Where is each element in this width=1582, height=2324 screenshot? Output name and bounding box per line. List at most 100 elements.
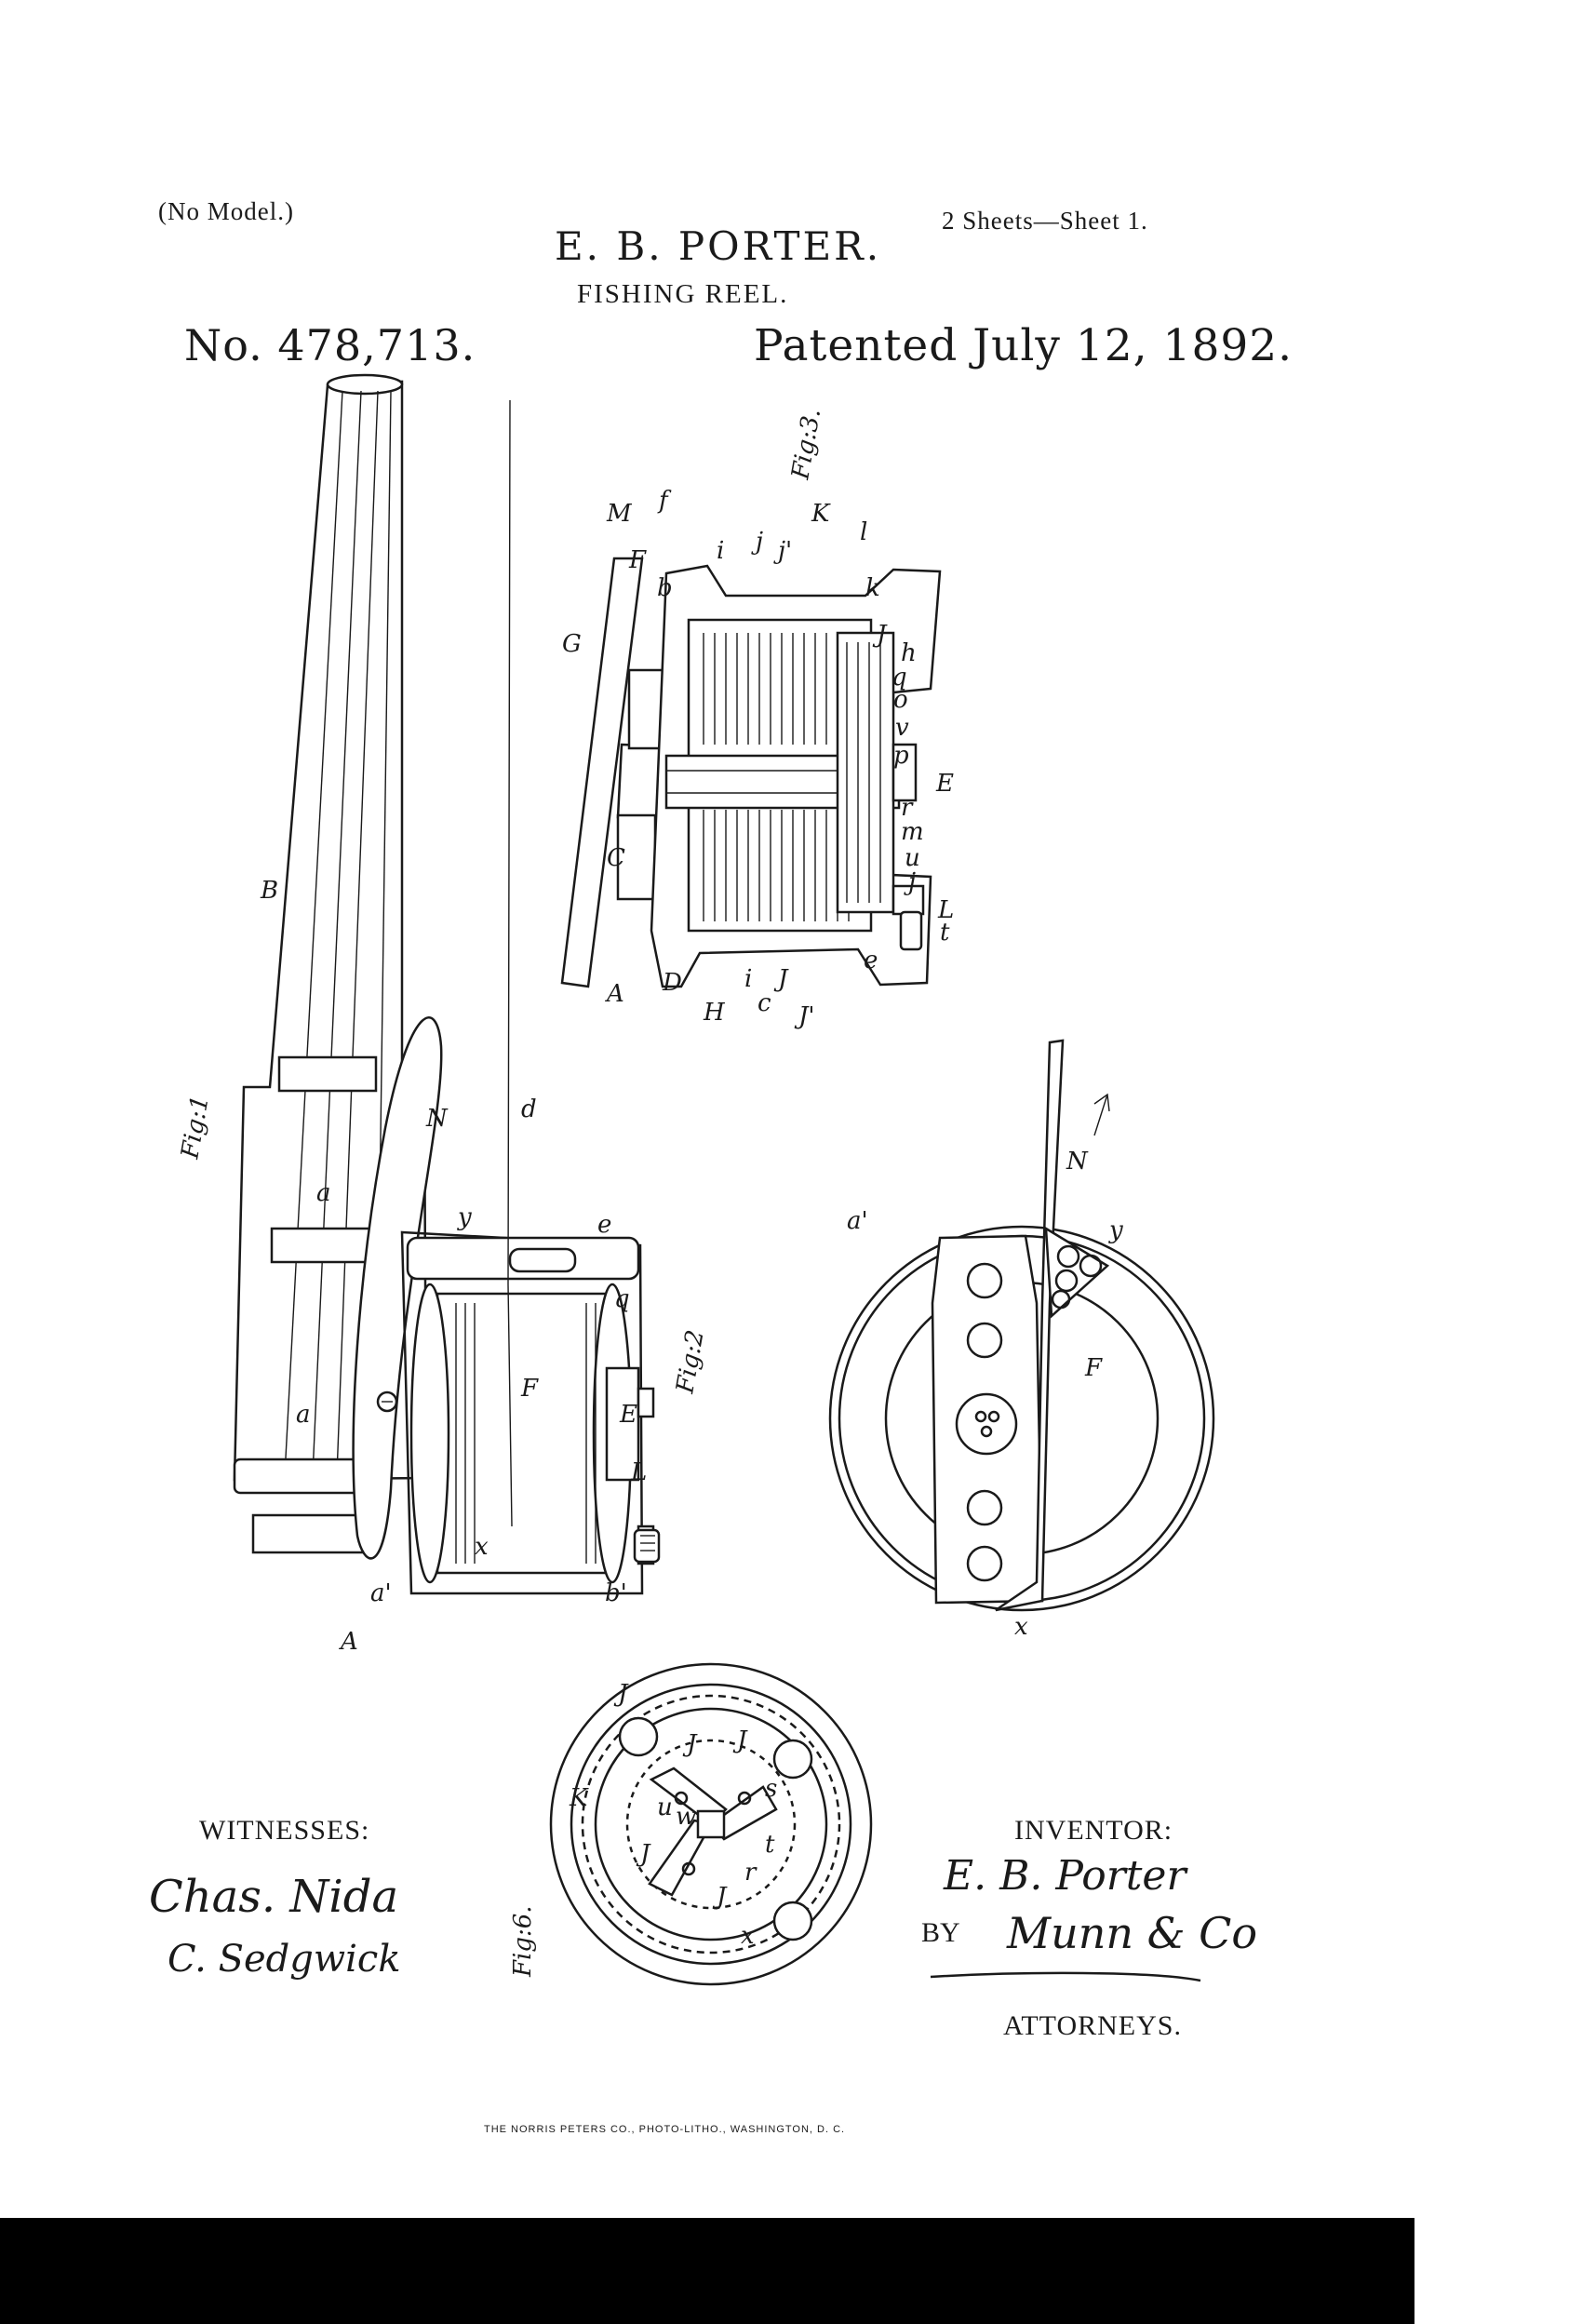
svg-text:t: t [765,1831,775,1859]
fig3-crank-knob [899,910,923,951]
fig6-gear-teeth [581,1694,841,1955]
svg-text:x: x [1014,1613,1028,1641]
no-model-note: (No Model.) [158,197,294,225]
svg-text:N: N [1066,1148,1089,1175]
attorney-underline [930,1971,1201,1982]
fig2-hole-3 [966,1489,1003,1526]
svg-text:L: L [937,896,954,924]
svg-text:m: m [901,818,924,846]
svg-text:J: J [872,621,888,649]
svg-text:q: q [892,664,907,692]
svg-text:y: y [457,1203,472,1231]
svg-text:o: o [893,686,908,714]
reel-crank-knob [633,1528,661,1564]
svg-text:d: d [521,1095,537,1123]
fishing-line [507,399,513,1527]
svg-text:F: F [520,1375,539,1403]
reel-seat-plate [352,1016,443,1560]
attorneys-label: ATTORNEYS. [1003,2010,1182,2041]
svg-text:H: H [703,999,726,1027]
svg-text:C: C [607,844,625,872]
svg-text:j': j' [773,537,792,565]
svg-text:e: e [597,1211,611,1239]
reel-line-guide-slot [508,1247,577,1273]
invention-title: FISHING REEL. [577,279,789,309]
svg-text:s: s [765,1775,777,1803]
svg-text:w: w [676,1803,696,1831]
svg-text:J: J [732,1726,748,1754]
fig2-hole-2 [966,1322,1003,1359]
svg-text:E: E [935,770,954,798]
svg-text:p: p [893,742,909,770]
witness-2-signature: C. Sedgwick [168,1938,401,1981]
rod-butt-cap [233,1458,372,1495]
figure-2-label: Fig:2 [671,1328,710,1396]
figure-3-label: Fig:3. [786,407,826,483]
svg-text:A: A [605,980,624,1008]
svg-text:K: K [569,1784,589,1812]
figure-6-label: Fig:6. [509,1905,537,1978]
scan-bottom-band [0,2218,1414,2324]
svg-text:K: K [811,500,831,528]
svg-text:J': J' [794,1002,815,1030]
patent-date: Patented July 12, 1892. [754,320,1294,371]
svg-text:b: b [657,574,673,602]
svg-text:a': a' [370,1579,392,1607]
svg-text:l: l [860,518,867,546]
fig3-shaft-end [892,743,918,802]
inventor-label: INVENTOR: [1014,1815,1173,1846]
fig6-square-arbor [696,1809,726,1839]
svg-text:c: c [757,989,771,1017]
fig2-direction-arrow [1093,1094,1108,1136]
fig6-pinion-2 [772,1739,813,1780]
svg-text:E: E [619,1401,637,1429]
svg-text:r: r [744,1859,757,1887]
svg-text:J: J [773,965,789,993]
svg-text:a': a' [847,1207,868,1235]
svg-text:M: M [606,500,633,528]
svg-text:i: i [744,965,752,993]
rod-top-end [326,373,404,396]
reel-gear-housing [605,1366,640,1482]
svg-text:u: u [657,1793,673,1821]
svg-text:J: J [636,1840,651,1868]
svg-text:r: r [901,794,914,822]
fig3-side-plate [560,557,644,988]
figure-3-section: M f F b i j j' K l k J h G q o v p E C r… [560,407,954,1030]
svg-text:L: L [630,1458,647,1486]
reel-crank-hub [637,1387,655,1418]
fig6-pinion-3 [772,1901,813,1941]
svg-text:J: J [613,1680,629,1708]
inventor-name-heading: E. B. PORTER. [555,223,882,269]
printer-credit: THE NORRIS PETERS CO., PHOTO-LITHO., WAS… [484,2124,846,2135]
svg-text:a: a [316,1179,331,1207]
svg-text:f: f [657,487,672,515]
sheet-count: 2 Sheets—Sheet 1. [942,207,1148,235]
svg-text:J: J [682,1730,698,1758]
fig2-guide-arm [995,1039,1065,1612]
svg-text:F: F [628,546,647,574]
reel-spool [436,1292,609,1575]
svg-text:D: D [662,969,682,997]
witness-1-signature: Chas. Nida [149,1871,399,1923]
figure-1-rod-and-reel: B a a N y e q F E L b' x a' A d Fig:1 [176,373,661,1656]
svg-text:x: x [741,1922,755,1950]
svg-text:N: N [425,1105,449,1133]
svg-text:q: q [614,1285,630,1313]
svg-text:G: G [562,630,582,658]
svg-text:a: a [296,1401,311,1429]
svg-text:F: F [1084,1354,1103,1382]
figure-2-front-view: a' N y F x Fig:2 [671,1039,1215,1641]
rod-band-middle [270,1227,376,1264]
inventor-signature: E. B. Porter [944,1852,1186,1900]
svg-text:x: x [475,1533,489,1561]
svg-text:k: k [865,574,880,602]
figure-6-gear-detail: J J J K s w J u t r J x Fig:6. [509,1662,873,1986]
svg-text:e: e [864,947,878,974]
svg-text:y: y [1108,1216,1123,1244]
svg-text:j: j [751,528,763,556]
rod-band-bottom [251,1513,376,1554]
svg-text:B: B [260,877,278,905]
